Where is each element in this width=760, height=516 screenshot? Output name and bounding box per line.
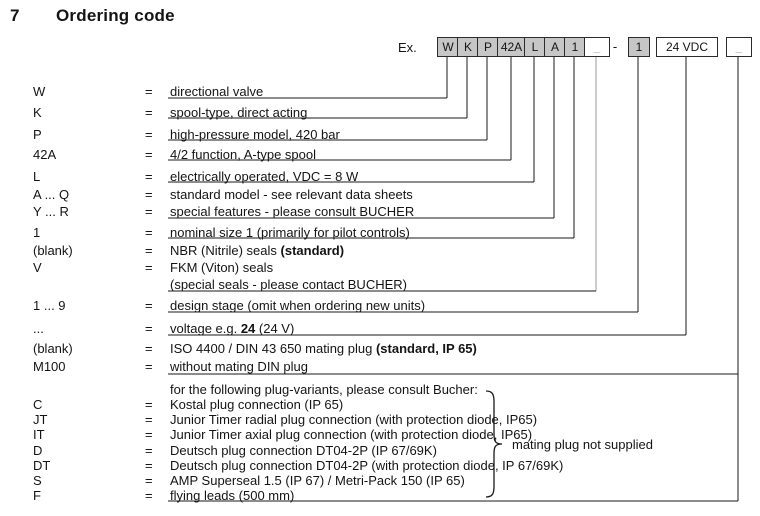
code-description: flying leads (500 mm) xyxy=(170,488,295,503)
code-label: 1 xyxy=(33,225,41,240)
equals-sign: = xyxy=(145,147,153,162)
code-label: M100 xyxy=(33,359,66,374)
code-box: _ xyxy=(584,37,610,57)
code-label: K xyxy=(33,105,42,120)
equals-sign: = xyxy=(145,397,153,412)
brace-note: mating plug not supplied xyxy=(512,437,653,452)
code-description: AMP Superseal 1.5 (IP 67) / Metri-Pack 1… xyxy=(170,473,465,488)
code-description: Kostal plug connection (IP 65) xyxy=(170,397,344,412)
code-label: P xyxy=(33,127,42,142)
code-description: special features - please consult BUCHER xyxy=(170,204,415,219)
code-description: design stage (omit when ordering new uni… xyxy=(170,298,426,313)
example-label: Ex. xyxy=(398,40,417,55)
code-description: Deutsch plug connection DT04-2P (with pr… xyxy=(170,458,564,473)
code-label: Y ... R xyxy=(33,204,69,219)
code-label: W xyxy=(33,84,46,99)
code-description: Junior Timer radial plug connection (wit… xyxy=(170,412,538,427)
code-label: 42A xyxy=(33,147,57,162)
equals-sign: = xyxy=(145,341,153,356)
code-box: 24 VDC xyxy=(656,37,718,57)
box-separator-dash: - xyxy=(612,39,618,54)
code-label: ... xyxy=(33,321,44,336)
code-label: V xyxy=(33,260,42,275)
page-title: Ordering code xyxy=(56,6,175,25)
code-description: voltage e.g. 24 (24 V) xyxy=(170,321,295,336)
equals-sign: = xyxy=(145,260,153,275)
equals-sign: = xyxy=(145,488,153,503)
section-number: 7 xyxy=(10,6,20,25)
code-label: JT xyxy=(33,412,48,427)
code-description: directional valve xyxy=(170,84,264,99)
code-description: standard model - see relevant data sheet… xyxy=(170,187,413,202)
code-label: (blank) xyxy=(33,341,73,356)
equals-sign: = xyxy=(145,84,153,99)
code-description: for the following plug-variants, please … xyxy=(170,382,478,397)
code-description: Junior Timer axial plug connection (with… xyxy=(170,427,533,442)
code-label: D xyxy=(33,443,43,458)
code-box: 1 xyxy=(564,37,586,57)
equals-sign: = xyxy=(145,321,153,336)
equals-sign: = xyxy=(145,473,153,488)
code-box: W xyxy=(437,37,459,57)
code-description: 4/2 function, A-type spool xyxy=(170,147,316,162)
code-description: FKM (Viton) seals xyxy=(170,260,274,275)
code-box: 1 xyxy=(628,37,650,57)
code-box: L xyxy=(524,37,546,57)
code-description: spool-type, direct acting xyxy=(170,105,308,120)
code-description: (special seals - please contact BUCHER) xyxy=(170,277,407,292)
code-label: F xyxy=(33,488,41,503)
code-description: nominal size 1 (primarily for pilot cont… xyxy=(170,225,410,240)
code-box: _ xyxy=(726,37,752,57)
code-label: L xyxy=(33,169,41,184)
code-label: 1 ... 9 xyxy=(33,298,66,313)
equals-sign: = xyxy=(145,105,153,120)
code-box: P xyxy=(477,37,499,57)
code-description: ISO 4400 / DIN 43 650 mating plug (stand… xyxy=(170,341,477,356)
equals-sign: = xyxy=(145,298,153,313)
plug-variants-brace xyxy=(485,390,503,498)
code-description: high-pressure model, 420 bar xyxy=(170,127,340,142)
code-box: A xyxy=(544,37,566,57)
code-label: S xyxy=(33,473,42,488)
code-box: K xyxy=(457,37,479,57)
equals-sign: = xyxy=(145,458,153,473)
equals-sign: = xyxy=(145,443,153,458)
equals-sign: = xyxy=(145,359,153,374)
equals-sign: = xyxy=(145,204,153,219)
code-box: 42A xyxy=(497,37,526,57)
equals-sign: = xyxy=(145,243,153,258)
equals-sign: = xyxy=(145,427,153,442)
code-description: without mating DIN plug xyxy=(170,359,309,374)
code-label: A ... Q xyxy=(33,187,70,202)
equals-sign: = xyxy=(145,412,153,427)
equals-sign: = xyxy=(145,169,153,184)
code-label: IT xyxy=(33,427,45,442)
code-label: (blank) xyxy=(33,243,73,258)
code-description: Deutsch plug connection DT04-2P (IP 67/6… xyxy=(170,443,437,458)
code-description: electrically operated, VDC = 8 W xyxy=(170,169,359,184)
section-heading: 7 Ordering code xyxy=(10,6,175,26)
equals-sign: = xyxy=(145,127,153,142)
equals-sign: = xyxy=(145,225,153,240)
equals-sign: = xyxy=(145,187,153,202)
code-label: C xyxy=(33,397,43,412)
code-label: DT xyxy=(33,458,51,473)
code-description: NBR (Nitrile) seals (standard) xyxy=(170,243,345,258)
